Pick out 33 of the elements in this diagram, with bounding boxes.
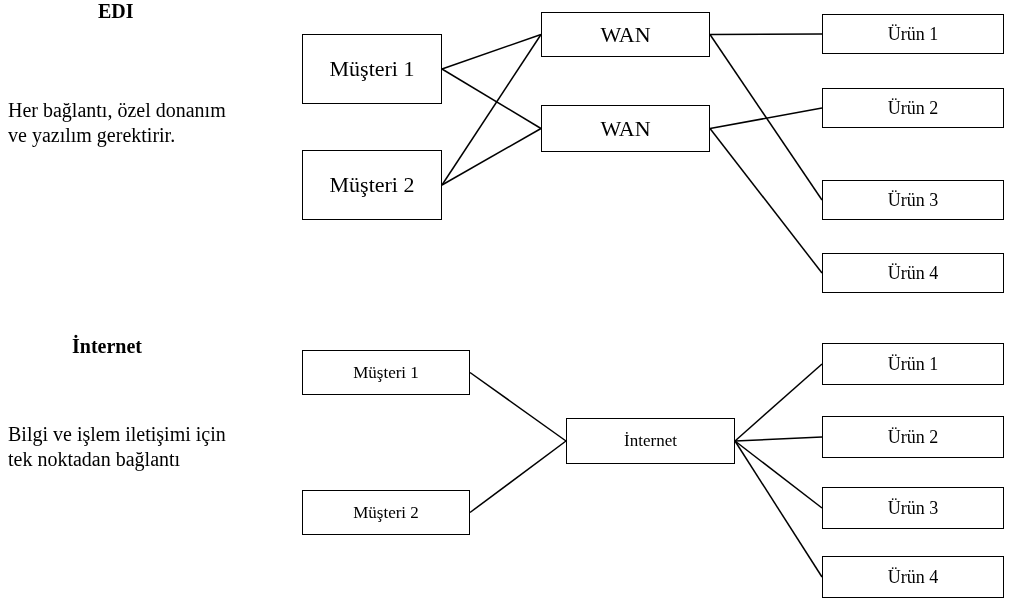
process-box: Ürün 3 bbox=[822, 487, 1004, 529]
process-box: Müşteri 2 bbox=[302, 490, 470, 535]
description-text: Bilgi ve işlem iletişimi için tek noktadan bağlantı bbox=[8, 422, 227, 472]
process-box: Müşteri 2 bbox=[302, 150, 442, 220]
connector-line bbox=[469, 371, 567, 442]
connector-line bbox=[709, 127, 823, 274]
connector-line bbox=[469, 440, 567, 514]
connector-line bbox=[441, 33, 542, 70]
process-box: Ürün 2 bbox=[822, 416, 1004, 458]
process-box: Müşteri 1 bbox=[302, 34, 442, 104]
section-heading: EDI bbox=[98, 0, 134, 23]
connector-line bbox=[734, 440, 823, 509]
process-box: İnternet bbox=[566, 418, 735, 464]
connector-line bbox=[441, 127, 542, 186]
connector-line bbox=[734, 436, 823, 442]
process-box: Ürün 4 bbox=[822, 253, 1004, 293]
process-box: Müşteri 1 bbox=[302, 350, 470, 395]
process-box: Ürün 1 bbox=[822, 343, 1004, 385]
process-box: WAN bbox=[541, 12, 710, 57]
connector-line bbox=[441, 33, 542, 186]
process-box: Ürün 4 bbox=[822, 556, 1004, 598]
connector-line bbox=[709, 33, 823, 201]
connector-line bbox=[709, 33, 823, 36]
description-text: Her bağlantı, özel donanım ve yazılım gerektirir. bbox=[8, 98, 227, 148]
process-box: WAN bbox=[541, 105, 710, 152]
process-box: Ürün 3 bbox=[822, 180, 1004, 220]
connector-line bbox=[734, 363, 823, 442]
connector-line bbox=[441, 68, 542, 130]
connector-line bbox=[709, 107, 823, 130]
process-box: Ürün 2 bbox=[822, 88, 1004, 128]
connector-line bbox=[734, 440, 823, 578]
process-box: Ürün 1 bbox=[822, 14, 1004, 54]
section-heading: İnternet bbox=[72, 335, 142, 358]
